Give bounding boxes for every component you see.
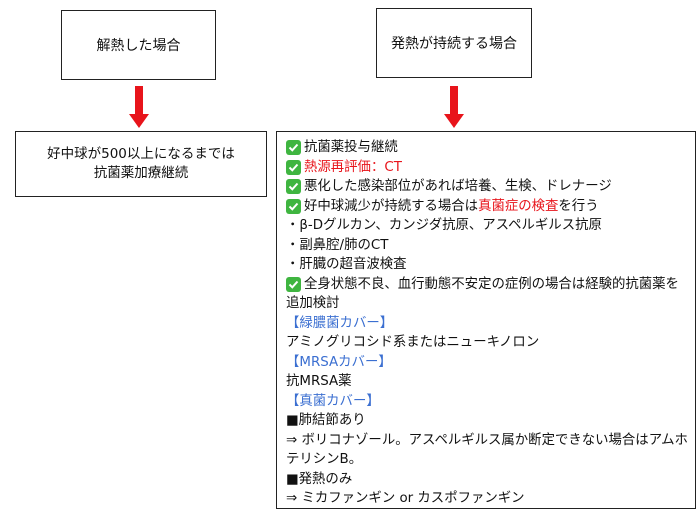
check-mark-icon [286,179,301,195]
item-text: 悪化した感染部位があれば培養、生検、ドレナージ [304,179,612,194]
check-mark-icon [286,140,301,156]
subitem-ct: ・副鼻腔/肺のCT [286,237,389,253]
subitem-ultrasound: ・肝臓の超音波検査 [286,257,407,272]
persistent-fever-label: 発熱が持続する場合 [391,36,517,52]
persistent-fever-management-box: 抗菌薬投与継続 熱源再評価：CT 悪化した感染部位があれば培養、生検、ドレナージ… [276,131,696,509]
item-fungal-workup: 好中球減少が持続する場合は真菌症の検査を行う [286,197,689,217]
item-text: 熱源再評価：CT [304,159,402,175]
section-pseudomonas: 【緑膿菌カバー】 [286,315,394,331]
afebrile-label: 解熱した場合 [96,38,181,54]
persistent-fever-box: 発熱が持続する場合 [376,8,532,78]
fungal-lung-nodule-drugs: ⇒ ボリコナゾール。アスペルギルス属か断定できない場合はアムホテリシンB。 [286,432,688,468]
down-arrow-icon [129,86,149,128]
item-text: 全身状態不良、血行動態不安定の症例の場合は経験的抗菌薬を追加検討 [286,276,679,312]
item-culture-biopsy: 悪化した感染部位があれば培養、生検、ドレナージ [286,177,689,197]
check-mark-icon [286,159,301,175]
pseudomonas-drugs: アミノグリコシド系またはニューキノロン [286,335,540,350]
down-arrow-icon [444,86,464,128]
item-reassess-source: 熱源再評価：CT [286,158,689,178]
fungal-fever-only: ■発熱のみ [286,471,353,487]
item-text: を行う [558,198,599,214]
afebrile-management-box: 好中球が500以上になるまでは 抗菌薬加療継続 [15,131,267,197]
item-text-highlight: 真菌症の検査 [478,198,559,214]
afebrile-box: 解熱した場合 [61,10,216,80]
check-mark-icon [286,276,301,292]
item-continue-antibiotics: 抗菌薬投与継続 [286,138,689,158]
afebrile-management-line-1: 好中球が500以上になるまでは [47,146,235,162]
mrsa-drugs: 抗MRSA薬 [286,374,352,389]
section-mrsa: 【MRSAカバー】 [286,354,392,370]
item-text: 好中球減少が持続する場合は [304,198,479,214]
subitem-markers: ・β-Dグルカン、カンジダ抗原、アスペルギルス抗原 [286,218,602,233]
item-empiric-antibiotics: 全身状態不良、血行動態不安定の症例の場合は経験的抗菌薬を追加検討 [286,275,689,314]
fungal-fever-only-drugs: ⇒ ミカファンギン or カスポファンギン [286,491,525,506]
check-mark-icon [286,198,301,214]
item-text: 抗菌薬投与継続 [304,140,398,155]
section-fungal: 【真菌カバー】 [286,393,380,409]
fungal-lung-nodule: ■肺結節あり [286,413,366,428]
afebrile-management-line-2: 抗菌薬加療継続 [93,165,189,181]
